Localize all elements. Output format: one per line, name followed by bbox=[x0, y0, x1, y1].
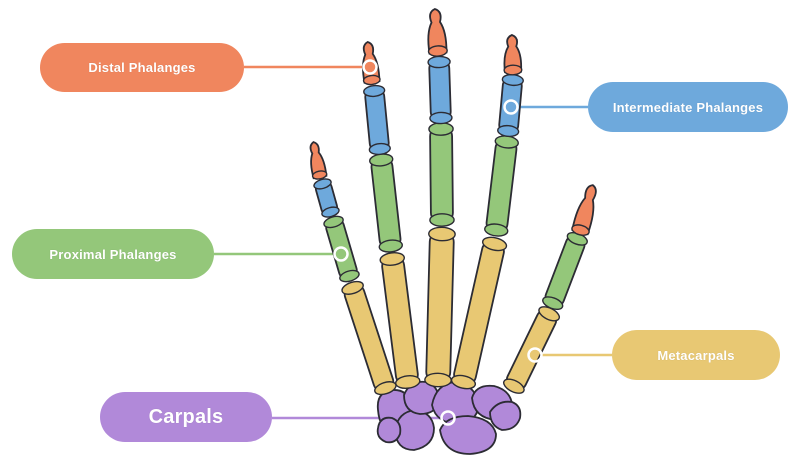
proximal-phalanx-ring bbox=[369, 153, 403, 253]
distal-phalanx-little bbox=[306, 141, 327, 180]
distal-phalanx-ring bbox=[359, 41, 380, 85]
carpal-pisiform bbox=[378, 418, 401, 443]
intermediate-phalanx-ring bbox=[363, 85, 390, 156]
proximal-phalanx-little bbox=[323, 214, 361, 283]
carpals-label: Carpals bbox=[100, 392, 272, 442]
proximal-phalanx-index bbox=[484, 135, 519, 237]
carpal-hamate bbox=[490, 402, 520, 430]
proximal-phalanx-thumb bbox=[541, 230, 589, 312]
distal-phalanx-index bbox=[503, 35, 522, 75]
intermediate-phalanges-label: Intermediate Phalanges bbox=[588, 82, 788, 132]
distal-phalanx-middle bbox=[425, 8, 447, 56]
carpal-trapezoid bbox=[440, 416, 496, 454]
carpal-bones bbox=[378, 382, 521, 454]
distal-phalanx-thumb bbox=[571, 183, 602, 237]
metacarpals-label: Metacarpals bbox=[612, 330, 780, 380]
intermediate-phalanx-index bbox=[497, 74, 523, 138]
metacarpal-middle bbox=[425, 227, 456, 387]
intermediate-phalanx-middle bbox=[428, 56, 452, 124]
distal-phalanx-bones bbox=[306, 8, 601, 237]
metacarpal-bones bbox=[340, 227, 561, 397]
proximal-phalanges-label: Proximal Phalanges bbox=[12, 229, 214, 279]
metacarpal-index bbox=[450, 235, 507, 390]
intermediate-phalanx-little bbox=[313, 177, 340, 219]
proximal-phalanx-middle bbox=[429, 123, 454, 227]
hand-bones bbox=[306, 8, 601, 454]
distal-phalanges-label: Distal Phalanges bbox=[40, 43, 244, 92]
